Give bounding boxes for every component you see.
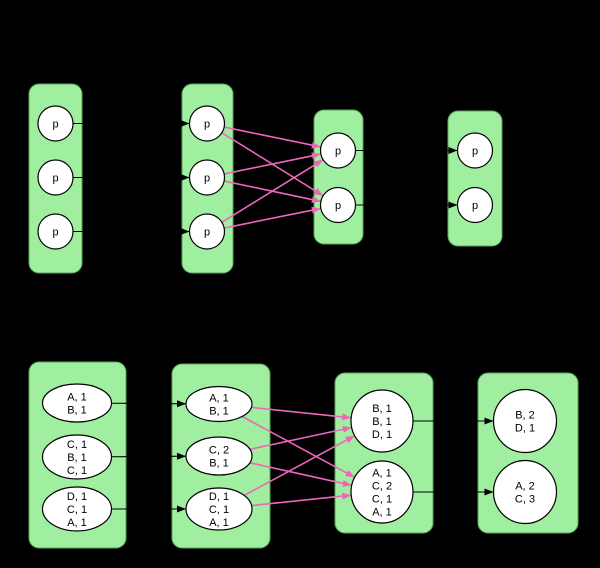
node-label-t4n1: p [472, 146, 478, 158]
shuffle-edge-b2n2-b3n1 [249, 425, 352, 451]
node-label-t2n3: p [204, 227, 210, 239]
shuffle-edge-b2n2-b3n2 [249, 462, 352, 487]
node-t3n1 [319, 132, 357, 169]
flow-edge-b1n2-b2n2 [111, 452, 187, 460]
node-t4n1 [456, 132, 494, 169]
shuffle-edge-t2n2-t3n1 [223, 152, 322, 175]
shuffle-edge-t2n3-t3n2 [223, 206, 322, 229]
node-label-t2n1: p [204, 119, 210, 131]
flow-edge-b1n1-b2n1 [111, 400, 187, 408]
node-b3n1 [350, 389, 414, 453]
node-label-t3n2: p [335, 200, 341, 212]
node-b2n1 [185, 385, 253, 423]
node-label-t1n1: p [52, 119, 58, 131]
node-label-t3n1: p [335, 146, 341, 158]
node-b2n3 [185, 487, 253, 531]
node-b4n2 [492, 459, 558, 525]
group-box-reduce-processes [313, 109, 364, 245]
node-t2n1 [188, 105, 226, 142]
node-label-t4n2: p [472, 200, 478, 212]
node-t1n2 [37, 159, 74, 196]
shuffle-edge-b2n3-b3n2 [251, 492, 352, 507]
node-t1n1 [37, 105, 74, 142]
node-b3n2 [350, 460, 414, 524]
node-b2n2 [185, 436, 253, 476]
node-b1n3 [41, 486, 113, 532]
node-b1n1 [41, 383, 113, 423]
node-b4n1 [492, 388, 558, 454]
node-t3n2 [319, 186, 357, 224]
node-label-t1n2: p [52, 173, 58, 185]
node-t1n3 [37, 213, 74, 250]
node-label-t1n3: p [52, 227, 58, 239]
node-t2n3 [188, 213, 226, 250]
shuffle-edge-b2n3-b3n1 [243, 435, 356, 497]
node-b1n2 [41, 434, 113, 480]
node-t2n2 [188, 159, 226, 196]
node-label-t2n2: p [204, 173, 210, 185]
shuffle-edge-b2n1-b3n1 [251, 406, 352, 421]
shuffle-edge-t2n1-t3n1 [223, 126, 322, 149]
group-box-output-processes [447, 110, 503, 247]
shuffle-edge-b2n1-b3n2 [241, 415, 356, 478]
node-t4n2 [456, 186, 494, 224]
shuffle-edge-t2n3-t3n1 [221, 159, 324, 223]
